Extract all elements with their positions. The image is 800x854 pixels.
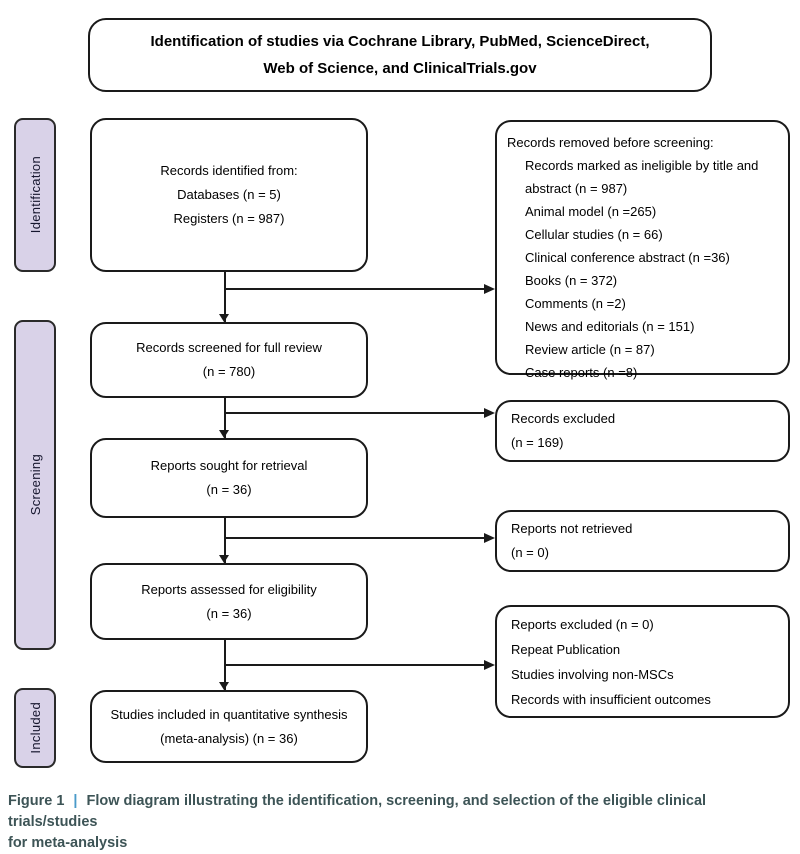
box-records-removed: Records removed before screening: Record… <box>495 120 790 380</box>
figure-caption: Figure 1 |Flow diagram illustrating the i… <box>8 791 794 854</box>
box-reports-excluded: Reports excluded (n = 0) Repeat Publicat… <box>495 605 790 718</box>
records-removed-item: Records marked as ineligible by title an… <box>525 158 759 196</box>
records-removed-item: Comments (n =2) <box>525 296 626 311</box>
reports-excluded-line1: Reports excluded (n = 0) <box>511 616 654 632</box>
records-identified-line2: Databases (n = 5) <box>177 187 281 202</box>
reports-not-retrieved-line2: (n = 0) <box>511 545 549 560</box>
records-identified-line1: Records identified from: <box>160 163 298 178</box>
box-reports-not-retrieved: Reports not retrieved (n = 0) <box>495 510 790 572</box>
box-records-identified: Records identified from: Databases (n = … <box>90 118 368 272</box>
reports-not-retrieved-line1: Reports not retrieved <box>511 521 633 536</box>
studies-included-line1: Studies included in quantitative synthes… <box>110 706 348 722</box>
reports-sought-line2: (n = 36) <box>206 482 252 497</box>
box-studies-included: Studies included in quantitative synthes… <box>90 690 368 763</box>
connector-screened-to-sought <box>224 398 226 438</box>
arrowhead-down-included <box>219 682 229 690</box>
records-removed-item: Review article (n = 87) <box>525 342 655 357</box>
connector-identified-to-screened <box>224 272 226 322</box>
records-identified-line3: Registers (n = 987) <box>173 211 285 226</box>
connector-to-records-removed <box>225 288 487 290</box>
stage-label-identification-text: Identification <box>27 156 43 234</box>
arrowhead-reports-excluded <box>484 660 495 670</box>
records-removed-item: News and editorials (n = 151) <box>525 319 695 334</box>
connector-to-records-excluded <box>225 412 487 414</box>
reports-sought-line1: Reports sought for retrieval <box>150 458 308 473</box>
stage-label-screening: Screening <box>14 320 56 650</box>
arrowhead-down-sought <box>219 430 229 438</box>
reports-excluded-line2: Repeat Publication <box>511 641 621 657</box>
records-excluded-line2: (n = 169) <box>511 435 564 450</box>
arrowhead-records-excluded <box>484 408 495 418</box>
records-removed-item: Animal model (n =265) <box>525 204 657 219</box>
caption-text-line1: Flow diagram illustrating the identifica… <box>8 793 707 830</box>
connector-to-reports-not-retrieved <box>225 537 487 539</box>
records-removed-item: Cellular studies (n = 66) <box>525 227 663 242</box>
records-removed-title: Records removed before screening: <box>507 135 714 150</box>
search-sources-title-line1: Identification of studies via Cochrane L… <box>150 33 650 50</box>
caption-separator: | <box>73 793 78 809</box>
records-removed-item: Clinical conference abstract (n =36) <box>525 250 730 265</box>
caption-text-line2: for meta-analysis <box>8 835 128 851</box>
box-reports-sought: Reports sought for retrieval (n = 36) <box>90 438 368 518</box>
arrowhead-down-screened <box>219 314 229 322</box>
reports-assessed-line2: (n = 36) <box>206 605 252 621</box>
studies-included-line2: (meta-analysis) (n = 36) <box>160 730 298 746</box>
search-sources-title-line2: Web of Science, and ClinicalTrials.gov <box>263 60 537 77</box>
stage-label-screening-text: Screening <box>27 454 43 516</box>
arrowhead-reports-not-retrieved <box>484 533 495 543</box>
records-screened-line1: Records screened for full review <box>136 340 322 355</box>
records-removed-item: Case reports (n =8) <box>525 365 638 380</box>
arrowhead-down-assessed <box>219 555 229 563</box>
connector-sought-to-assessed <box>224 518 226 563</box>
stage-label-included-text: Included <box>27 702 43 754</box>
records-removed-item: Books (n = 372) <box>525 273 618 288</box>
connector-to-reports-excluded <box>225 664 487 666</box>
box-records-screened: Records screened for full review (n = 78… <box>90 322 368 398</box>
stage-label-identification: Identification <box>14 118 56 272</box>
reports-excluded-line4: Records with insufficient outcomes <box>511 691 711 707</box>
box-records-excluded: Records excluded (n = 169) <box>495 400 790 462</box>
arrowhead-records-removed <box>484 284 495 294</box>
records-excluded-line1: Records excluded <box>511 411 616 426</box>
stage-label-included: Included <box>14 688 56 768</box>
box-reports-assessed: Reports assessed for eligibility (n = 36… <box>90 563 368 640</box>
figure-caption-line1: Figure 1 |Flow diagram illustrating the i… <box>8 791 794 833</box>
reports-excluded-line3: Studies involving non-MSCs <box>511 666 674 682</box>
figure-label: Figure 1 <box>8 793 65 809</box>
reports-assessed-line1: Reports assessed for eligibility <box>141 581 317 597</box>
records-screened-line2: (n = 780) <box>202 364 256 379</box>
search-sources-header: Identification of studies via Cochrane L… <box>88 18 712 92</box>
